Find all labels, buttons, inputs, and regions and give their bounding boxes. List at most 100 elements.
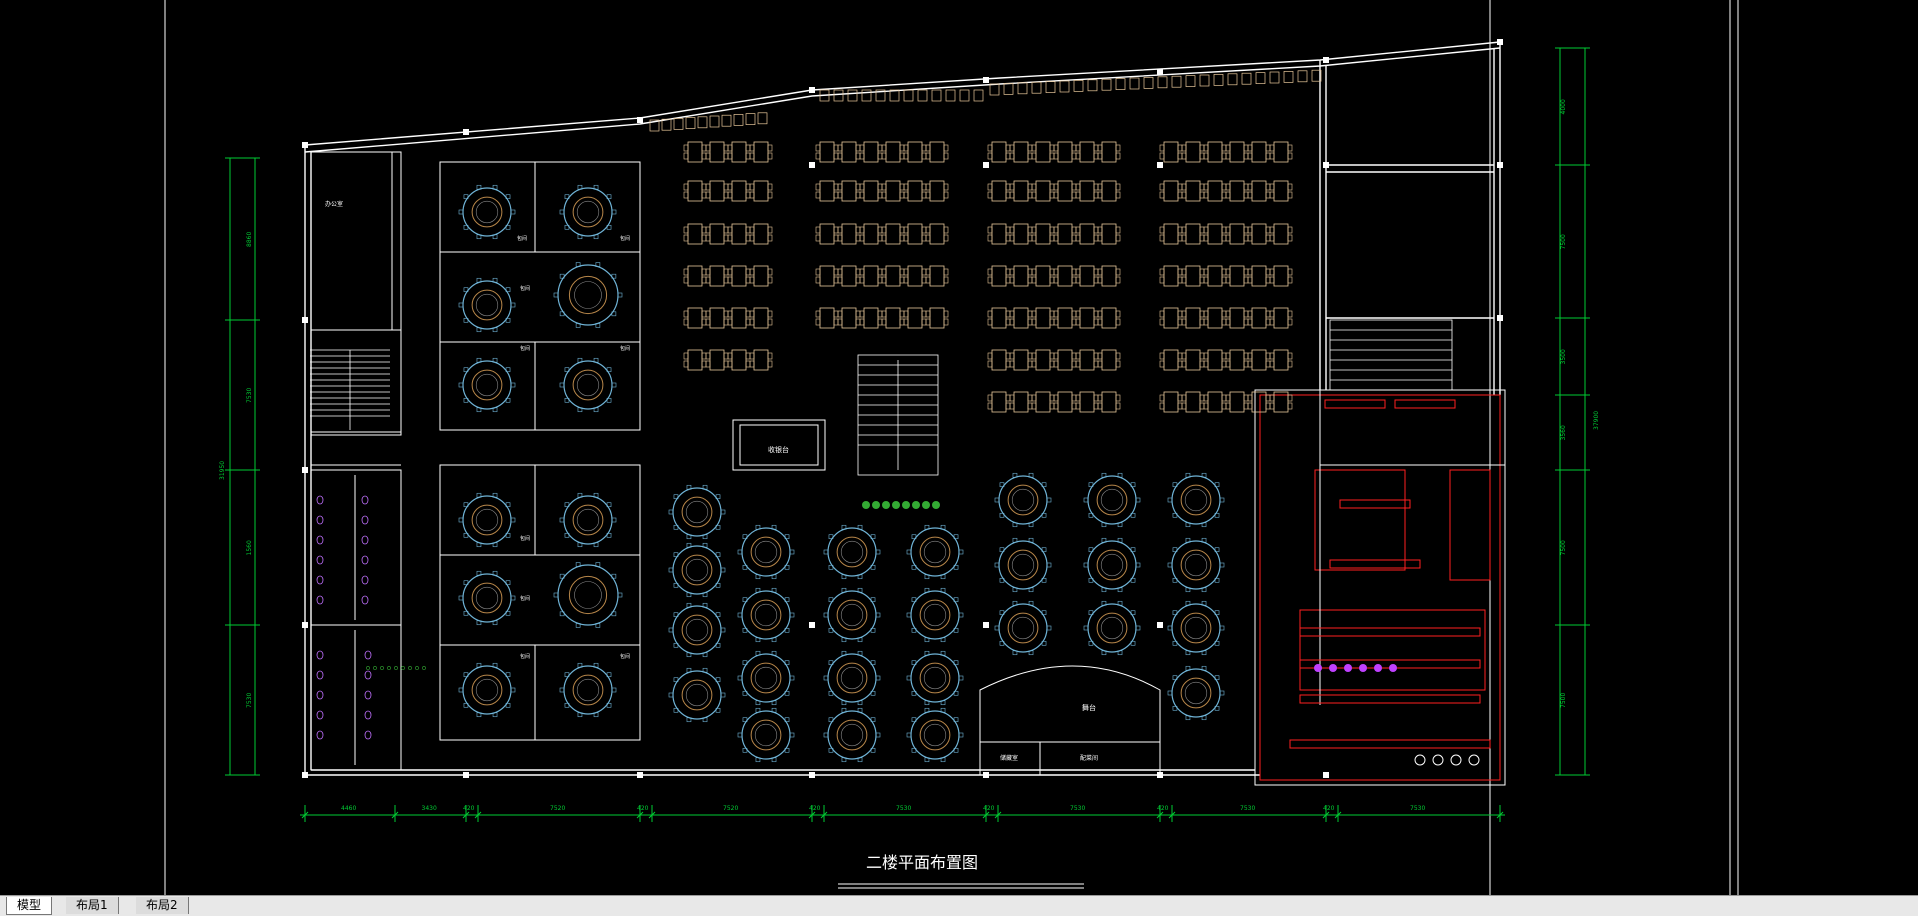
dim-right-label: 3500 xyxy=(1560,349,1567,364)
column xyxy=(463,772,469,778)
banquet-table xyxy=(837,223,861,245)
banquet-table xyxy=(705,349,729,371)
tab-layout1[interactable]: 布局1 xyxy=(66,897,119,914)
window-chair xyxy=(1227,73,1238,86)
window-chair xyxy=(1045,81,1056,93)
toilet xyxy=(316,730,324,740)
banquet-table xyxy=(1053,349,1077,371)
planter xyxy=(912,501,920,509)
column xyxy=(983,77,989,83)
banquet-table xyxy=(881,265,905,287)
toilet xyxy=(364,690,372,700)
tab-layout2[interactable]: 布局2 xyxy=(136,897,189,914)
banquet-table xyxy=(925,180,949,202)
round-table xyxy=(458,570,516,626)
label-storage1: 储藏室 xyxy=(1000,754,1018,762)
column xyxy=(302,317,308,323)
banquet-table xyxy=(1031,349,1055,371)
column xyxy=(1323,57,1329,63)
cashier-desk xyxy=(732,419,826,471)
banquet-table xyxy=(749,349,773,371)
banquet-table xyxy=(859,265,883,287)
banquet-table xyxy=(881,307,905,329)
label-private-room: 包间 xyxy=(520,595,530,602)
round-table xyxy=(559,184,617,240)
banquet-table xyxy=(749,223,773,245)
round-table xyxy=(994,472,1052,528)
banquet-table xyxy=(987,223,1011,245)
round-table xyxy=(458,184,516,240)
banquet-table xyxy=(815,180,839,202)
window-chair xyxy=(973,89,984,102)
banquet-table xyxy=(749,265,773,287)
banquet-table xyxy=(683,265,707,287)
banquet-table xyxy=(1203,349,1227,371)
toilet xyxy=(316,595,324,605)
round-table xyxy=(668,484,726,540)
window-chair xyxy=(1241,72,1252,85)
window-chair xyxy=(847,89,858,102)
round-table xyxy=(559,662,617,718)
banquet-table xyxy=(727,180,751,202)
window-chair xyxy=(1087,79,1098,92)
tab-model[interactable]: 模型 xyxy=(6,897,53,915)
banquet-table xyxy=(1031,391,1055,413)
banquet-table xyxy=(1097,307,1121,329)
column xyxy=(809,162,815,168)
banquet-table xyxy=(1075,307,1099,329)
dim-bottom-label: 420 xyxy=(809,805,821,812)
window-chair xyxy=(649,119,660,132)
banquet-table xyxy=(1009,307,1033,329)
column xyxy=(1323,162,1329,168)
window-chair xyxy=(903,89,914,102)
banquet-table xyxy=(1269,349,1293,371)
banquet-table xyxy=(1009,265,1033,287)
left-stairs xyxy=(310,349,390,430)
banquet-table xyxy=(1009,180,1033,202)
left-wing xyxy=(310,151,402,771)
dim-left-label: 7530 xyxy=(246,388,253,403)
column xyxy=(1497,39,1503,45)
banquet-table xyxy=(1097,349,1121,371)
banquet-table xyxy=(683,223,707,245)
round-table xyxy=(1167,472,1225,528)
kitchen xyxy=(1259,394,1501,781)
stove-burner xyxy=(1359,664,1367,672)
dim-left-label: 7530 xyxy=(246,693,253,708)
banquet-table xyxy=(1159,223,1183,245)
column xyxy=(302,622,308,628)
banquet-table xyxy=(859,141,883,163)
toilet xyxy=(364,670,372,680)
banquet-table xyxy=(1247,349,1271,371)
round-table xyxy=(1083,537,1141,593)
toilet xyxy=(316,575,324,585)
round-table xyxy=(823,587,881,643)
round-table xyxy=(823,524,881,580)
label-stage: 舞台 xyxy=(1082,703,1096,712)
round-table xyxy=(1167,537,1225,593)
banquet-table xyxy=(727,141,751,163)
dim-left-label: 1560 xyxy=(246,540,253,555)
window-chair xyxy=(709,115,720,128)
banquet-table xyxy=(1269,223,1293,245)
banquet-table xyxy=(1225,223,1249,245)
toilet xyxy=(316,555,324,565)
label-private-room: 包间 xyxy=(620,653,630,660)
label-storage2: 配菜间 xyxy=(1080,754,1098,762)
banquet-table xyxy=(1159,307,1183,329)
banquet-table xyxy=(837,307,861,329)
dim-right-label: 7500 xyxy=(1560,234,1567,249)
dim-bottom-label: 7530 xyxy=(1240,805,1255,812)
banquet-table xyxy=(705,307,729,329)
kitchen-walls xyxy=(1254,389,1506,786)
banquet-table xyxy=(1159,391,1183,413)
banquet-table xyxy=(987,349,1011,371)
round-table xyxy=(1083,600,1141,656)
banquet-table xyxy=(1225,307,1249,329)
floor-plan[interactable]: 二楼平面布置图 办公室 收银台 舞台 储藏室 配菜间 31950 37900 4… xyxy=(0,0,1918,895)
drawing-title: 二楼平面布置图 xyxy=(866,853,978,872)
banquet-table xyxy=(1097,180,1121,202)
kitchen-counter xyxy=(1394,399,1456,409)
window-chair xyxy=(1059,80,1070,93)
drawing-canvas[interactable]: 二楼平面布置图 办公室 收银台 舞台 储藏室 配菜间 31950 37900 4… xyxy=(0,0,1918,895)
